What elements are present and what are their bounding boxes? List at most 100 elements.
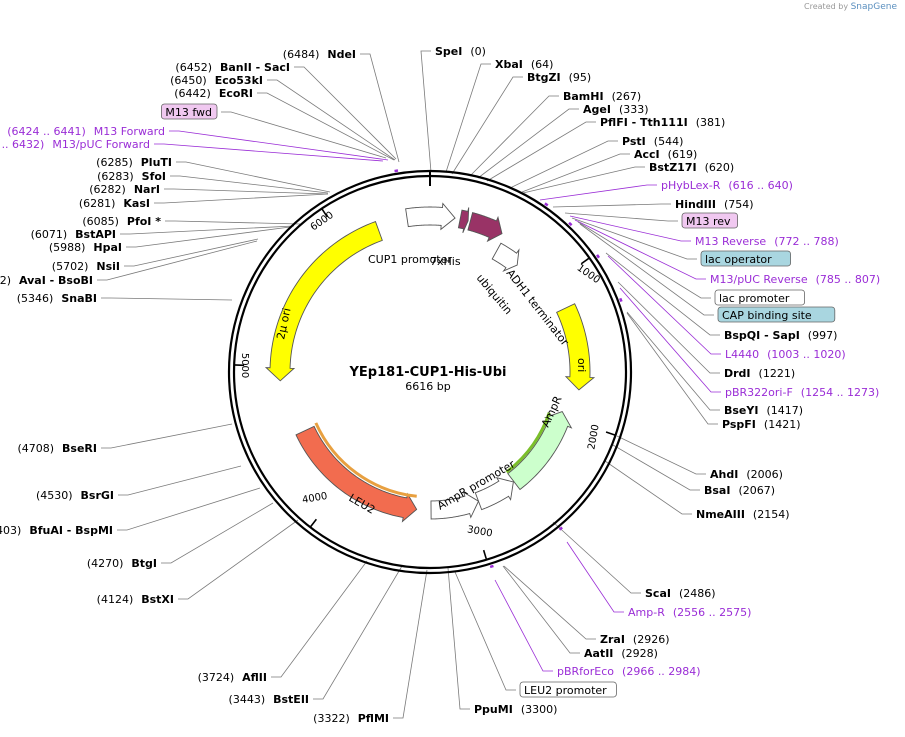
box-cap-binding-site <box>717 306 836 323</box>
leader-bstz17i <box>522 166 645 194</box>
label-name: PstI <box>622 135 646 148</box>
leader-btgi <box>161 502 274 564</box>
plasmid-length: 6616 bp <box>405 380 450 393</box>
primer-site-marker <box>619 297 623 303</box>
box-lac-operator <box>700 250 791 267</box>
feature-box-label-m13-fwd: M13 fwd <box>165 106 212 119</box>
leader-l4440 <box>607 255 721 355</box>
leader-m13-forward <box>169 130 389 161</box>
primer-site-marker <box>558 526 563 531</box>
label-position: (2154) <box>753 508 790 521</box>
label-position: (544) <box>654 135 684 148</box>
tick-mark-6000 <box>321 208 328 218</box>
snapgene-logo: SnapGene <box>850 2 897 12</box>
label-position: (2486) <box>679 587 716 600</box>
tick-mark-1000 <box>580 257 590 265</box>
feature-label-7xhis: 7xHis <box>430 255 461 268</box>
label-position: (4530) <box>36 489 73 502</box>
site-label-ecori: (6442)EcoRI <box>174 87 253 100</box>
site-label-aflii: (3724)AflII <box>198 671 267 684</box>
site-label-bsai: BsaI(2067) <box>704 484 775 497</box>
leader-spei <box>420 50 432 173</box>
site-label-pflfi-tth111i: PflFI - Tth111I(381) <box>600 116 725 129</box>
label-name: BstAPI <box>75 228 116 241</box>
leader-bsai <box>612 444 700 491</box>
feature-box-label-lac-promoter: lac promoter <box>719 292 790 305</box>
leader-nmeaiii <box>604 460 692 515</box>
label-position: (785 .. 807) <box>816 273 881 286</box>
label-name: BanII - SacI <box>220 61 290 74</box>
feature-leu2 <box>295 425 418 523</box>
label-position: (6410 .. 6432) <box>0 138 44 151</box>
label-name: ScaI <box>645 587 671 600</box>
site-label-ppumi: PpuMI(3300) <box>474 703 557 716</box>
label-position: (1417) <box>766 404 803 417</box>
leader-m13-puc-reverse <box>574 219 706 280</box>
label-name: BseYI <box>724 404 758 417</box>
leader-bstapi <box>120 225 295 235</box>
leader-bfuai-bspmi <box>117 487 261 531</box>
site-label-bstz17i: BstZ17I(620) <box>649 161 734 174</box>
feature-box-label-cap-binding-site: CAP binding site <box>722 309 812 322</box>
feature-label-ori: ori <box>575 358 588 372</box>
label-name: BstXI <box>141 593 174 606</box>
label-name: BstZ17I <box>649 161 697 174</box>
site-label-bseyi: BseYI (1417) <box>724 404 803 417</box>
label-name: BsaI <box>704 484 730 497</box>
label-position: (1003 .. 1020) <box>767 348 846 361</box>
label-position: (6484) <box>283 48 320 61</box>
label-name: BamHI <box>563 90 604 103</box>
leader-bsrgi <box>118 465 242 496</box>
label-name: M13 Forward <box>94 125 165 138</box>
label-name: PfoI * <box>127 215 161 228</box>
site-label-eco53ki: (6450)Eco53kI <box>170 74 263 87</box>
feature-ubiquitin <box>467 212 503 243</box>
leader-aflii <box>271 560 368 678</box>
leader-agei <box>477 108 579 179</box>
label-position: (1254 .. 1273) <box>801 386 880 399</box>
leader-m13-rev <box>564 212 678 222</box>
label-position: (4708) <box>17 442 54 455</box>
site-label-nsii: (5702)NsiI <box>52 260 120 273</box>
label-name: L4440 <box>725 348 759 361</box>
label-name: EcoRI <box>219 87 253 100</box>
primer-site-marker <box>544 202 549 207</box>
primer-label-l4440: L4440 (1003 .. 1020) <box>725 348 846 361</box>
site-label-drdi: DrdI(1221) <box>724 367 795 380</box>
label-name: BseRI <box>62 442 97 455</box>
site-label-nmeaiii: NmeAIII(2154) <box>696 508 790 521</box>
leader-btgzi <box>451 76 523 175</box>
label-position: (0) <box>470 45 486 58</box>
leader-lac-operator <box>571 217 697 260</box>
label-position: (4270) <box>87 557 124 570</box>
site-label-ahdi: AhdI(2006) <box>710 468 783 481</box>
label-name: PpuMI <box>474 703 513 716</box>
site-label-btgi: (4270)BtgI <box>87 557 157 570</box>
leader-m13-puc-forward <box>154 143 384 162</box>
feature-ampr-promoter <box>474 476 514 511</box>
label-name: BspQI - SapI <box>724 329 800 342</box>
label-name: pHybLex-R <box>661 179 721 192</box>
primer-label-phyblex-r: pHybLex-R(616 .. 640) <box>661 179 793 192</box>
leader-zrai <box>503 565 596 640</box>
label-name: pBR322ori-F <box>725 386 793 399</box>
label-position: (2556 .. 2575) <box>673 606 752 619</box>
leader-psti <box>509 140 618 189</box>
label-position: (333) <box>619 103 649 116</box>
label-position: (6085) <box>82 215 119 228</box>
leader-banii-saci <box>294 66 397 160</box>
label-name: AatII <box>584 647 613 660</box>
leader-pflmi <box>393 569 428 719</box>
label-position: (5988) <box>49 241 86 254</box>
site-label-acci: AccI(619) <box>634 148 697 161</box>
site-label-bstapi: (6071) BstAPI <box>31 228 116 241</box>
leader-pflfi-tth111i <box>486 121 596 182</box>
leader-bamhi <box>469 95 559 177</box>
label-position: (6071) <box>31 228 68 241</box>
site-label-avai-bsobi: (5692)AvaI - BsoBI <box>0 274 93 287</box>
leader-bseyi <box>626 311 720 411</box>
label-name: Amp-R <box>628 606 665 619</box>
tick-label-3000: 3000 <box>466 524 493 539</box>
site-label-bseri: (4708) BseRI <box>17 442 97 455</box>
